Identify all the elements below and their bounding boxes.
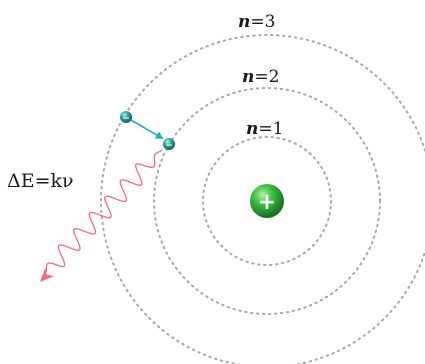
nucleus-plus-sign: +	[258, 190, 276, 215]
electron-minus-sign: −	[165, 141, 173, 151]
electron-outer: −	[120, 111, 132, 124]
orbit-ring-3	[100, 34, 425, 364]
photon-wave	[45, 149, 163, 273]
electron-inner: −	[163, 138, 175, 151]
photon-arrowhead	[40, 267, 54, 282]
nucleus: +	[250, 184, 284, 218]
energy-equation-label: ΔE=kν	[7, 170, 74, 192]
orbit-label-3: n=3	[238, 12, 275, 32]
orbit-ring-1	[202, 136, 332, 266]
orbit-ring-2	[153, 87, 381, 315]
orbit-label-2: n=2	[242, 67, 279, 87]
electron-transition-arrow	[130, 119, 164, 140]
orbit-label-1: n=1	[246, 119, 283, 139]
electron-minus-sign: −	[122, 114, 130, 124]
